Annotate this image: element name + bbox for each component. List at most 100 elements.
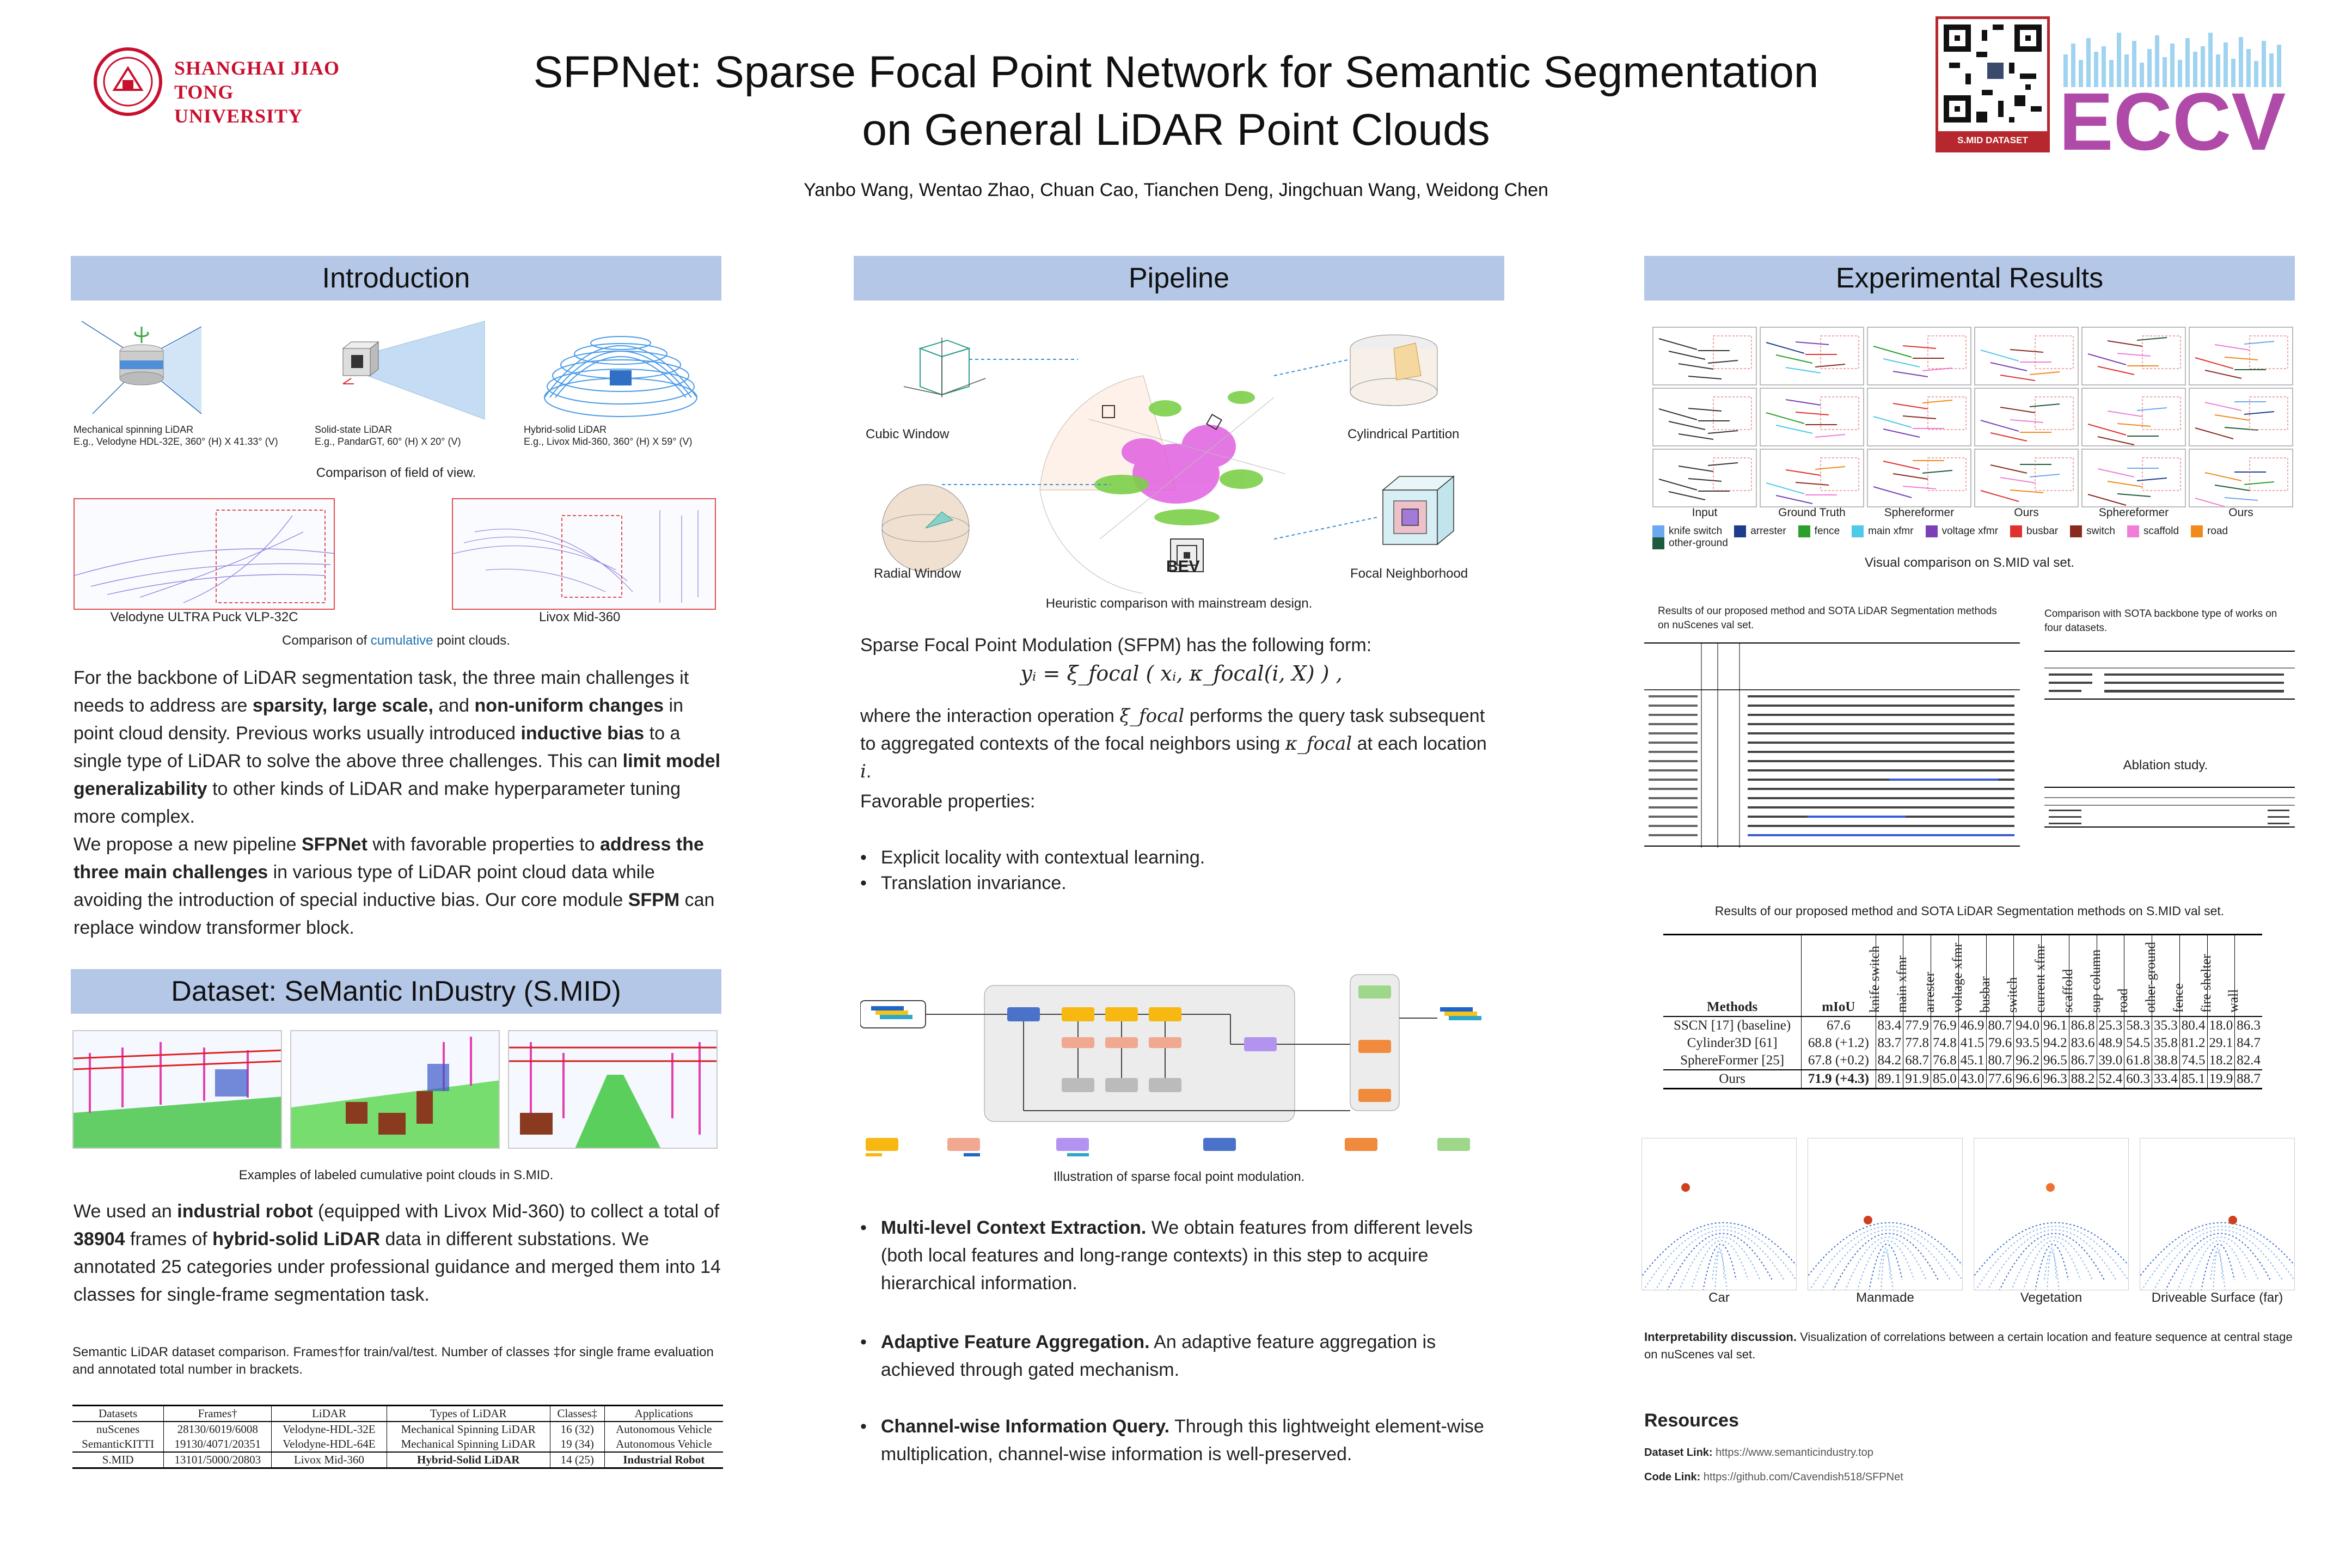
table-cell: 80.4 [2179,1016,2207,1034]
table-cell: 13101/5000/20803 [163,1451,272,1469]
visual-thumbnail [1867,449,1971,507]
legend-item: voltage xfmr [1925,525,1998,537]
visual-thumbnail [2189,388,2293,446]
legend-item: road [2191,525,2228,537]
dataset-example-2 [290,1030,500,1149]
table-cell: 19130/4071/20351 [163,1437,272,1452]
smid-table-header: main xfmr [1895,934,1931,1017]
table-cell: 89.1 [1875,1069,1903,1089]
lidar-solidstate-figure [321,316,506,430]
table-cell: Livox Mid-360 [271,1451,387,1469]
livox-label: Livox Mid-360 [539,610,621,624]
sjtu-logo: SHANGHAI JIAO TONG UNIVERSITY [93,46,397,127]
visual-thumbnail [1760,327,1864,385]
table-cell: 88.7 [2234,1069,2262,1089]
cumulative-caption: Comparison of cumulative point clouds. [71,633,721,648]
table-cell: Industrial Robot [604,1451,723,1469]
dataset-heading: Dataset: SeMantic InDustry (S.MID) [71,969,721,1014]
sfpm-caption: Illustration of sparse focal point modul… [1053,1169,1305,1184]
table-cell: 93.5 [2013,1034,2042,1052]
visual-thumbnail [1652,388,1757,446]
table-cell: 74.5 [2179,1051,2207,1070]
table-cell: 68.7 [1903,1051,1931,1070]
segmented-cloud-icon [1980,335,2074,381]
table-cell: 86.3 [2234,1016,2262,1034]
table-cell: 83.7 [1875,1034,1903,1052]
visual-thumbnail [1760,449,1864,507]
intro-paragraph-1: For the backbone of LiDAR segmentation t… [74,667,721,827]
university-name-line1: SHANGHAI JIAO TONG [174,57,340,103]
table-cell: 14 (25) [549,1451,605,1469]
lidar-mechanical-figure [76,310,316,436]
legend-swatch [1652,537,1664,550]
table-cell: 76.9 [1931,1016,1959,1034]
table-cell: 68.8 (+1.2) [1801,1034,1876,1052]
table-cell: 35.8 [2152,1034,2180,1052]
interp-label: Manmade [1856,1290,1914,1305]
table-cell: 80.7 [1986,1016,2014,1034]
bullet-multilevel: •Multi-level Context Extraction. We obta… [860,1217,1473,1294]
legend-swatch [1734,525,1747,537]
legend-label: scaffold [2143,525,2179,537]
segmented-cloud-icon [1766,335,1859,373]
table-cell: 35.3 [2152,1016,2180,1034]
table-cell: 83.6 [2068,1034,2097,1052]
interp-figure [1974,1138,2129,1290]
sfpm-formula: yᵢ = ξ_focal ( xᵢ, κ_focal(i, X) ) , [1020,661,1343,685]
segmented-cloud-icon [1658,335,1752,379]
table-cell: 79.6 [1986,1034,2014,1052]
table-cell: 38.8 [2152,1051,2180,1070]
visual-thumbnail [2081,449,2186,507]
segmented-cloud-icon [1658,396,1752,440]
visual-thumbnail [1652,327,1757,385]
dataset-table-header: Datasets [72,1405,164,1422]
table-cell: 94.0 [2013,1016,2042,1034]
label-cylindrical: Cylindrical Partition [1347,427,1460,442]
table-cell: 85.1 [2179,1069,2207,1089]
smid-table-header: fire shelter [2199,934,2235,1017]
segmented-cloud-icon [2195,457,2288,506]
legend-label: knife switch [1669,525,1723,537]
university-name-line2: UNIVERSITY [174,105,303,127]
label-radial-window: Radial Window [874,566,961,581]
lidar1-title: Mechanical spinning LiDAR [74,424,194,435]
table-cell: 84.7 [2234,1034,2262,1052]
legend-swatch [2191,525,2203,537]
smid-table-header: road [2116,934,2152,1017]
visual-thumbnail [1974,449,2079,507]
solid-state-lidar-icon [342,321,485,420]
backbone-table-grid-icon [2044,667,2295,693]
label-cubic-window: Cubic Window [866,427,950,442]
dataset-link[interactable]: https://www.semanticindustry.top [1716,1447,1873,1459]
smid-table-header: knife switch [1867,934,1903,1017]
qr-label: S.MID DATASET [1938,131,2047,150]
hybrid-solid-lidar-icon [544,336,697,417]
qr-code[interactable]: S.MID DATASET [1935,16,2050,152]
visual-column-label: Input [1692,506,1718,519]
table-cell: 67.8 (+0.2) [1801,1051,1876,1070]
dataset-example-3-icon [509,1042,716,1148]
segmented-cloud-icon [2195,335,2288,379]
table-cell: 43.0 [1958,1069,1986,1089]
table-cell: 91.9 [1903,1069,1931,1089]
attention-map-icon [2140,1216,2294,1290]
heuristic-caption: Heuristic comparison with mainstream des… [1045,596,1313,611]
table-cell: 81.2 [2179,1034,2207,1052]
segmented-cloud-icon [1873,457,1967,498]
resources-heading: Resources [1644,1410,1739,1431]
table-cell: 71.9 (+4.3) [1801,1069,1876,1089]
legend-swatch [2070,525,2082,537]
table-cell: 52.4 [2096,1069,2124,1089]
property-2: •Translation invariance. [860,873,1067,893]
table-cell: 29.1 [2207,1034,2235,1052]
poster-title: SFPNet: Sparse Focal Point Network for S… [436,44,1916,159]
code-link[interactable]: https://github.com/Cavendish518/SFPNet [1703,1471,1903,1483]
segmented-cloud-icon [1873,335,1967,377]
table-cell: 86.8 [2068,1016,2097,1034]
lidar1-caption: Mechanical spinning LiDAR E.g., Velodyne… [74,424,335,448]
intro-paragraph-2: We propose a new pipeline SFPNet with fa… [74,834,715,938]
smid-table-header: mIoU [1801,934,1876,1017]
table-cell: 88.2 [2068,1069,2097,1089]
